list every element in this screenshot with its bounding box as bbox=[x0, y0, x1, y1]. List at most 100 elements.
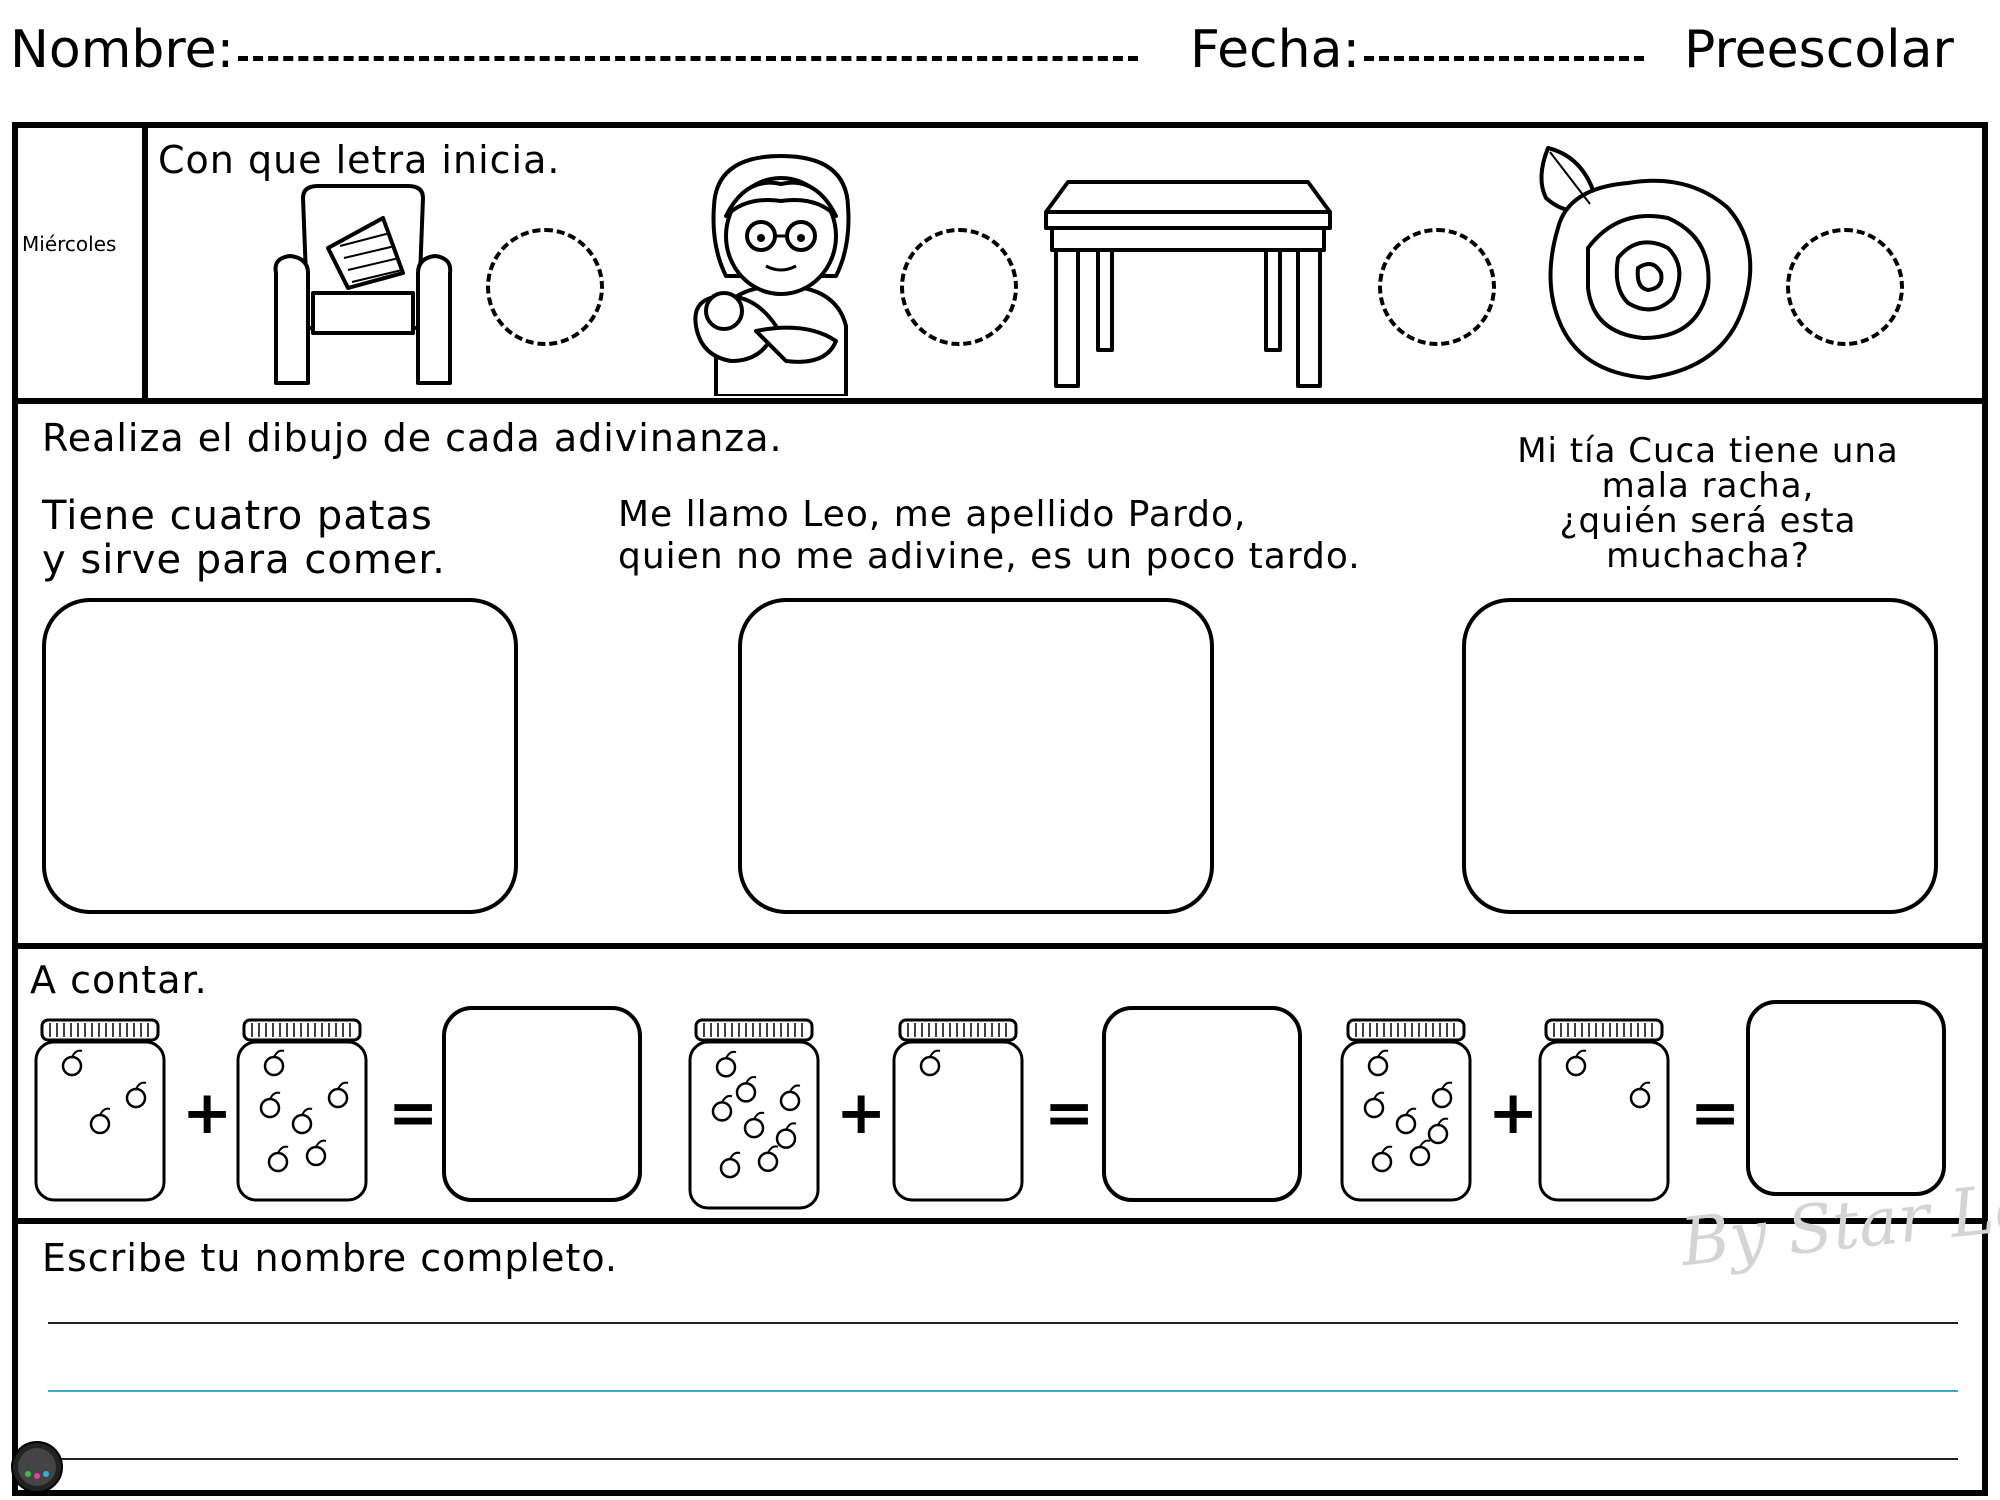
jar-fruit-leaf bbox=[1373, 1091, 1385, 1100]
jar-body bbox=[1538, 1040, 1670, 1202]
jar-fruit-leaf bbox=[1441, 1081, 1453, 1090]
jar-problem3-left bbox=[1340, 1018, 1472, 1202]
jar-fruit-leaf bbox=[1377, 1049, 1389, 1058]
letter-circle-1[interactable] bbox=[486, 228, 604, 346]
jar-fruit-leaf bbox=[929, 1049, 941, 1058]
jar-fruit bbox=[735, 1082, 757, 1103]
day-label: Miércoles bbox=[22, 232, 117, 256]
jar-fruit bbox=[1367, 1055, 1389, 1077]
jar-fruit-leaf bbox=[1405, 1107, 1417, 1116]
name-blank[interactable] bbox=[238, 56, 1139, 61]
section1-title: Con que letra inicia. bbox=[158, 138, 561, 182]
jar-fruit bbox=[1629, 1087, 1651, 1109]
section4-title: Escribe tu nombre completo. bbox=[42, 1236, 619, 1280]
name-header: Nombre: bbox=[10, 18, 1139, 82]
jar-fruit-leaf bbox=[753, 1111, 765, 1120]
date-header: Fecha: bbox=[1190, 18, 1644, 82]
section-divider-1 bbox=[18, 398, 1982, 404]
jar-fruit bbox=[291, 1113, 313, 1135]
jar-fruit bbox=[711, 1101, 733, 1122]
plus-sign-3: + bbox=[1488, 1078, 1539, 1148]
jar-fruit-leaf bbox=[301, 1107, 313, 1116]
jar-problem2-left bbox=[688, 1018, 820, 1210]
jar-fruit-leaf bbox=[1381, 1145, 1393, 1154]
riddle-1-drawing-box[interactable] bbox=[42, 598, 518, 914]
jar-fruit bbox=[89, 1113, 111, 1135]
rose-icon bbox=[1539, 146, 1753, 380]
armchair-icon bbox=[273, 184, 453, 385]
jar-fruit-leaf bbox=[135, 1081, 147, 1090]
riddle-3-drawing-box[interactable] bbox=[1462, 598, 1938, 914]
jar-fruit-leaf bbox=[1437, 1117, 1449, 1126]
section3-title: A contar. bbox=[30, 958, 208, 1002]
section2-title: Realiza el dibujo de cada adivinanza. bbox=[42, 416, 783, 460]
jar-fruit bbox=[743, 1117, 765, 1139]
riddle-2-drawing-box[interactable] bbox=[738, 598, 1214, 914]
jar-fruit bbox=[1363, 1097, 1385, 1119]
jar-fruit-leaf bbox=[729, 1151, 741, 1160]
answer-box-2[interactable] bbox=[1102, 1006, 1302, 1202]
worksheet-frame: Miércoles Con que letra inicia. bbox=[12, 122, 1988, 1496]
jar-fruit-leaf bbox=[315, 1139, 327, 1148]
jar-fruit-leaf bbox=[745, 1076, 757, 1084]
jar-fruit bbox=[305, 1145, 327, 1167]
jar-fruit-leaf bbox=[337, 1081, 349, 1090]
jar-fruit-leaf bbox=[721, 1094, 733, 1103]
jar-fruit bbox=[1431, 1087, 1453, 1109]
letter-circle-3[interactable] bbox=[1378, 228, 1496, 346]
level-label: Preescolar bbox=[1684, 20, 1954, 80]
jar-problem3-right bbox=[1538, 1018, 1670, 1202]
jar-fruit-leaf bbox=[269, 1091, 281, 1100]
jar-fruit bbox=[919, 1055, 941, 1077]
jar-fruit bbox=[125, 1087, 147, 1109]
letter-circle-2[interactable] bbox=[900, 228, 1018, 346]
jar-fruit-leaf bbox=[725, 1050, 737, 1059]
jar-fruit bbox=[259, 1097, 281, 1119]
plus-sign-2: + bbox=[836, 1078, 887, 1148]
jar-problem2-right bbox=[892, 1018, 1024, 1202]
section-divider-3 bbox=[18, 1218, 1982, 1224]
section-divider-2 bbox=[18, 943, 1982, 949]
jar-fruit bbox=[779, 1090, 801, 1112]
jar-fruit-leaf bbox=[789, 1084, 801, 1093]
riddle-2-text: Me llamo Leo, me apellido Pardo, quien n… bbox=[618, 494, 1361, 577]
equals-sign-3: = bbox=[1690, 1078, 1741, 1148]
jar-fruit-leaf bbox=[785, 1122, 797, 1131]
riddle-1-text: Tiene cuatro patas y sirve para comer. bbox=[42, 493, 446, 583]
date-blank[interactable] bbox=[1364, 56, 1644, 61]
jar-fruit-leaf bbox=[273, 1049, 285, 1058]
jar-fruit-leaf bbox=[1639, 1081, 1651, 1090]
writing-line-bottom[interactable] bbox=[48, 1458, 1958, 1460]
name-label: Nombre: bbox=[10, 20, 235, 80]
jar-fruit bbox=[1371, 1151, 1393, 1173]
jar-fruit-leaf bbox=[1419, 1139, 1431, 1148]
jar-fruit bbox=[267, 1151, 289, 1173]
jar-body bbox=[892, 1040, 1024, 1202]
writing-line-middle[interactable] bbox=[48, 1390, 1958, 1392]
grandmother-with-baby-icon bbox=[693, 154, 851, 396]
jar-fruit bbox=[757, 1151, 779, 1173]
riddle-3-text: Mi tía Cuca tiene una mala racha, ¿quién… bbox=[1517, 431, 1899, 576]
letter-circle-4[interactable] bbox=[1786, 228, 1904, 346]
table-icon bbox=[1044, 180, 1332, 388]
creator-logo-icon bbox=[11, 1441, 63, 1493]
jar-fruit bbox=[327, 1087, 349, 1109]
jar-fruit bbox=[715, 1056, 737, 1078]
jar-fruit bbox=[1395, 1113, 1417, 1135]
answer-box-1[interactable] bbox=[442, 1006, 642, 1202]
writing-line-top[interactable] bbox=[48, 1322, 1958, 1324]
equals-sign-1: = bbox=[388, 1078, 439, 1148]
answer-box-3[interactable] bbox=[1746, 1000, 1946, 1196]
jar-fruit bbox=[1427, 1123, 1449, 1145]
day-column-divider bbox=[142, 128, 148, 400]
jar-fruit bbox=[775, 1128, 797, 1149]
jar-fruit-leaf bbox=[71, 1049, 83, 1058]
jar-fruit-leaf bbox=[767, 1145, 779, 1154]
jar-fruit-leaf bbox=[1575, 1049, 1587, 1058]
plus-sign-1: + bbox=[182, 1078, 233, 1148]
jar-fruit bbox=[61, 1055, 83, 1077]
jar-fruit-leaf bbox=[99, 1107, 111, 1116]
jar-fruit bbox=[719, 1157, 741, 1179]
equals-sign-2: = bbox=[1044, 1078, 1095, 1148]
jar-problem1-right bbox=[236, 1018, 368, 1202]
